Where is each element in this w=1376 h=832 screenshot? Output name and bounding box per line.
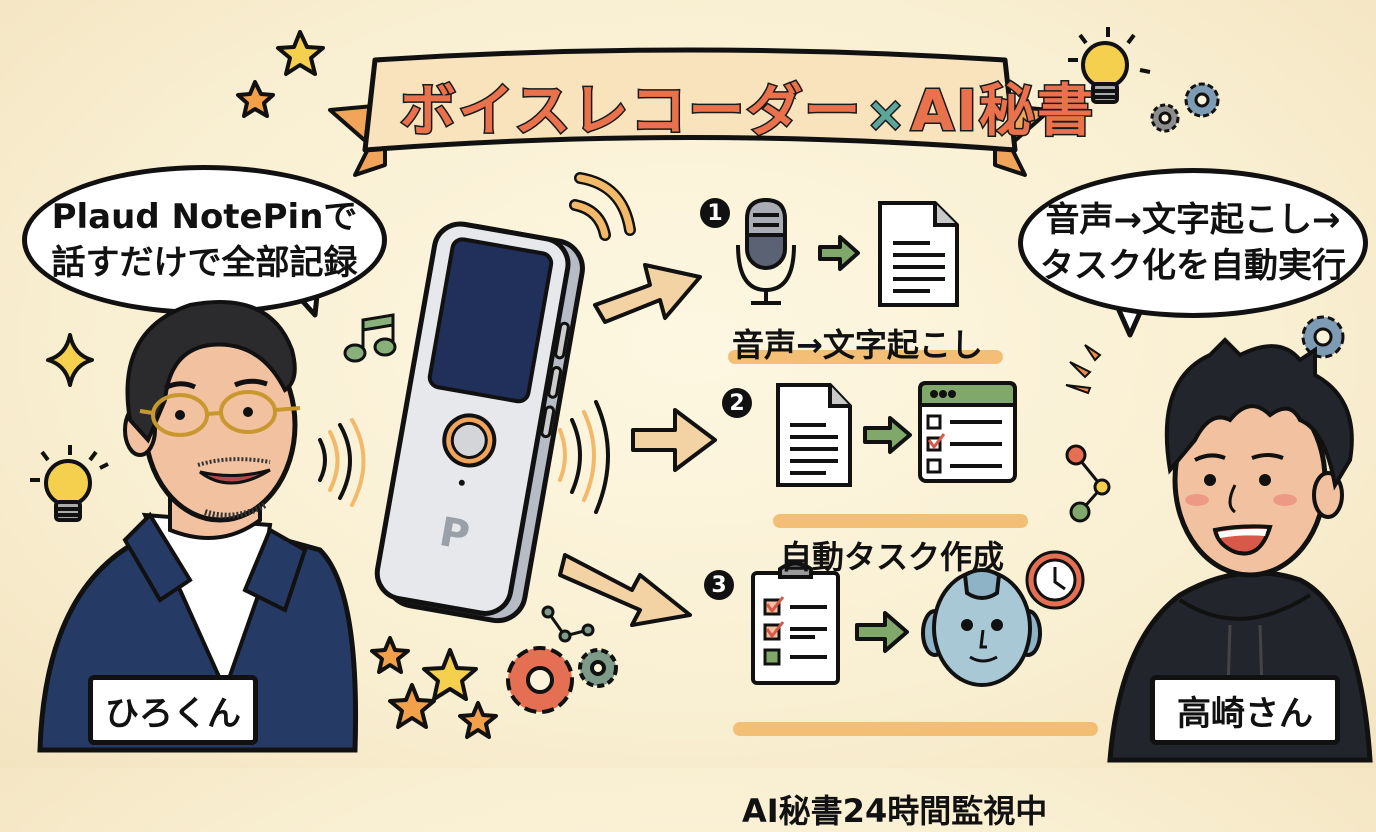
step2-icons <box>776 381 1017 487</box>
name-tag-hirokun: ひろくん <box>88 675 258 745</box>
network-node-icon <box>541 605 595 643</box>
step-number-3: 3 <box>704 570 734 600</box>
excitement-lines-icon <box>1065 344 1102 395</box>
robot-face-icon <box>921 568 1042 687</box>
title-banner <box>328 47 1052 177</box>
bubble-text-line1: Plaud NotePinで <box>51 197 358 237</box>
clock-icon <box>1025 550 1085 610</box>
document-icon <box>878 201 959 307</box>
sound-wave-icon <box>318 418 366 507</box>
gear-icon <box>1301 315 1345 359</box>
voice-recorder-device: P <box>374 221 585 624</box>
name-tag-takasaki: 高崎さん <box>1150 675 1340 745</box>
page-title: ボイスレコーダー×AI秘書 <box>398 78 1096 146</box>
checklist-window-icon <box>918 381 1017 483</box>
label-highlight <box>773 514 1028 528</box>
decorations <box>30 27 1345 739</box>
document-icon <box>776 383 852 487</box>
step3-icons <box>751 550 1085 687</box>
star-icon <box>46 30 325 387</box>
bubble-text-line2: 話すだけで全部記録 <box>51 243 358 283</box>
star-icon <box>370 636 498 739</box>
gear-icon <box>506 646 618 714</box>
clipboard-checklist-icon <box>751 561 840 685</box>
step-number-2: 2 <box>722 388 752 418</box>
label-highlight <box>733 722 1098 736</box>
lightbulb-icon <box>1068 27 1151 104</box>
right-speech-bubble: 音声→文字起こし→ タスク化を自動実行 <box>1018 168 1368 318</box>
network-node-icon <box>1065 444 1111 523</box>
step-label-2: 自動タスク作成 <box>780 538 1005 576</box>
arrow-right-icon <box>818 235 860 271</box>
step1-icons <box>736 197 959 307</box>
arrow-right-icon <box>863 416 912 454</box>
lightbulb-icon <box>30 445 109 522</box>
flow-arrow-icon <box>558 263 717 627</box>
gear-icon <box>1150 82 1220 133</box>
step-label-3: AI秘書24時間監視中 <box>742 792 1048 830</box>
step-number-1: 1 <box>700 198 730 228</box>
sound-wave-icon <box>558 400 610 514</box>
left-speech-bubble: Plaud NotePinで 話すだけで全部記録 <box>22 165 387 315</box>
bubble-text-line1: 音声→文字起こし→ <box>1045 200 1341 240</box>
step-label-1: 音声→文字起こし <box>732 326 983 364</box>
label-highlight <box>728 350 1003 364</box>
music-note-icon <box>343 313 397 363</box>
bubble-text-line2: タスク化を自動実行 <box>1040 246 1346 286</box>
microphone-icon <box>736 197 796 305</box>
arrow-right-icon <box>855 611 909 653</box>
